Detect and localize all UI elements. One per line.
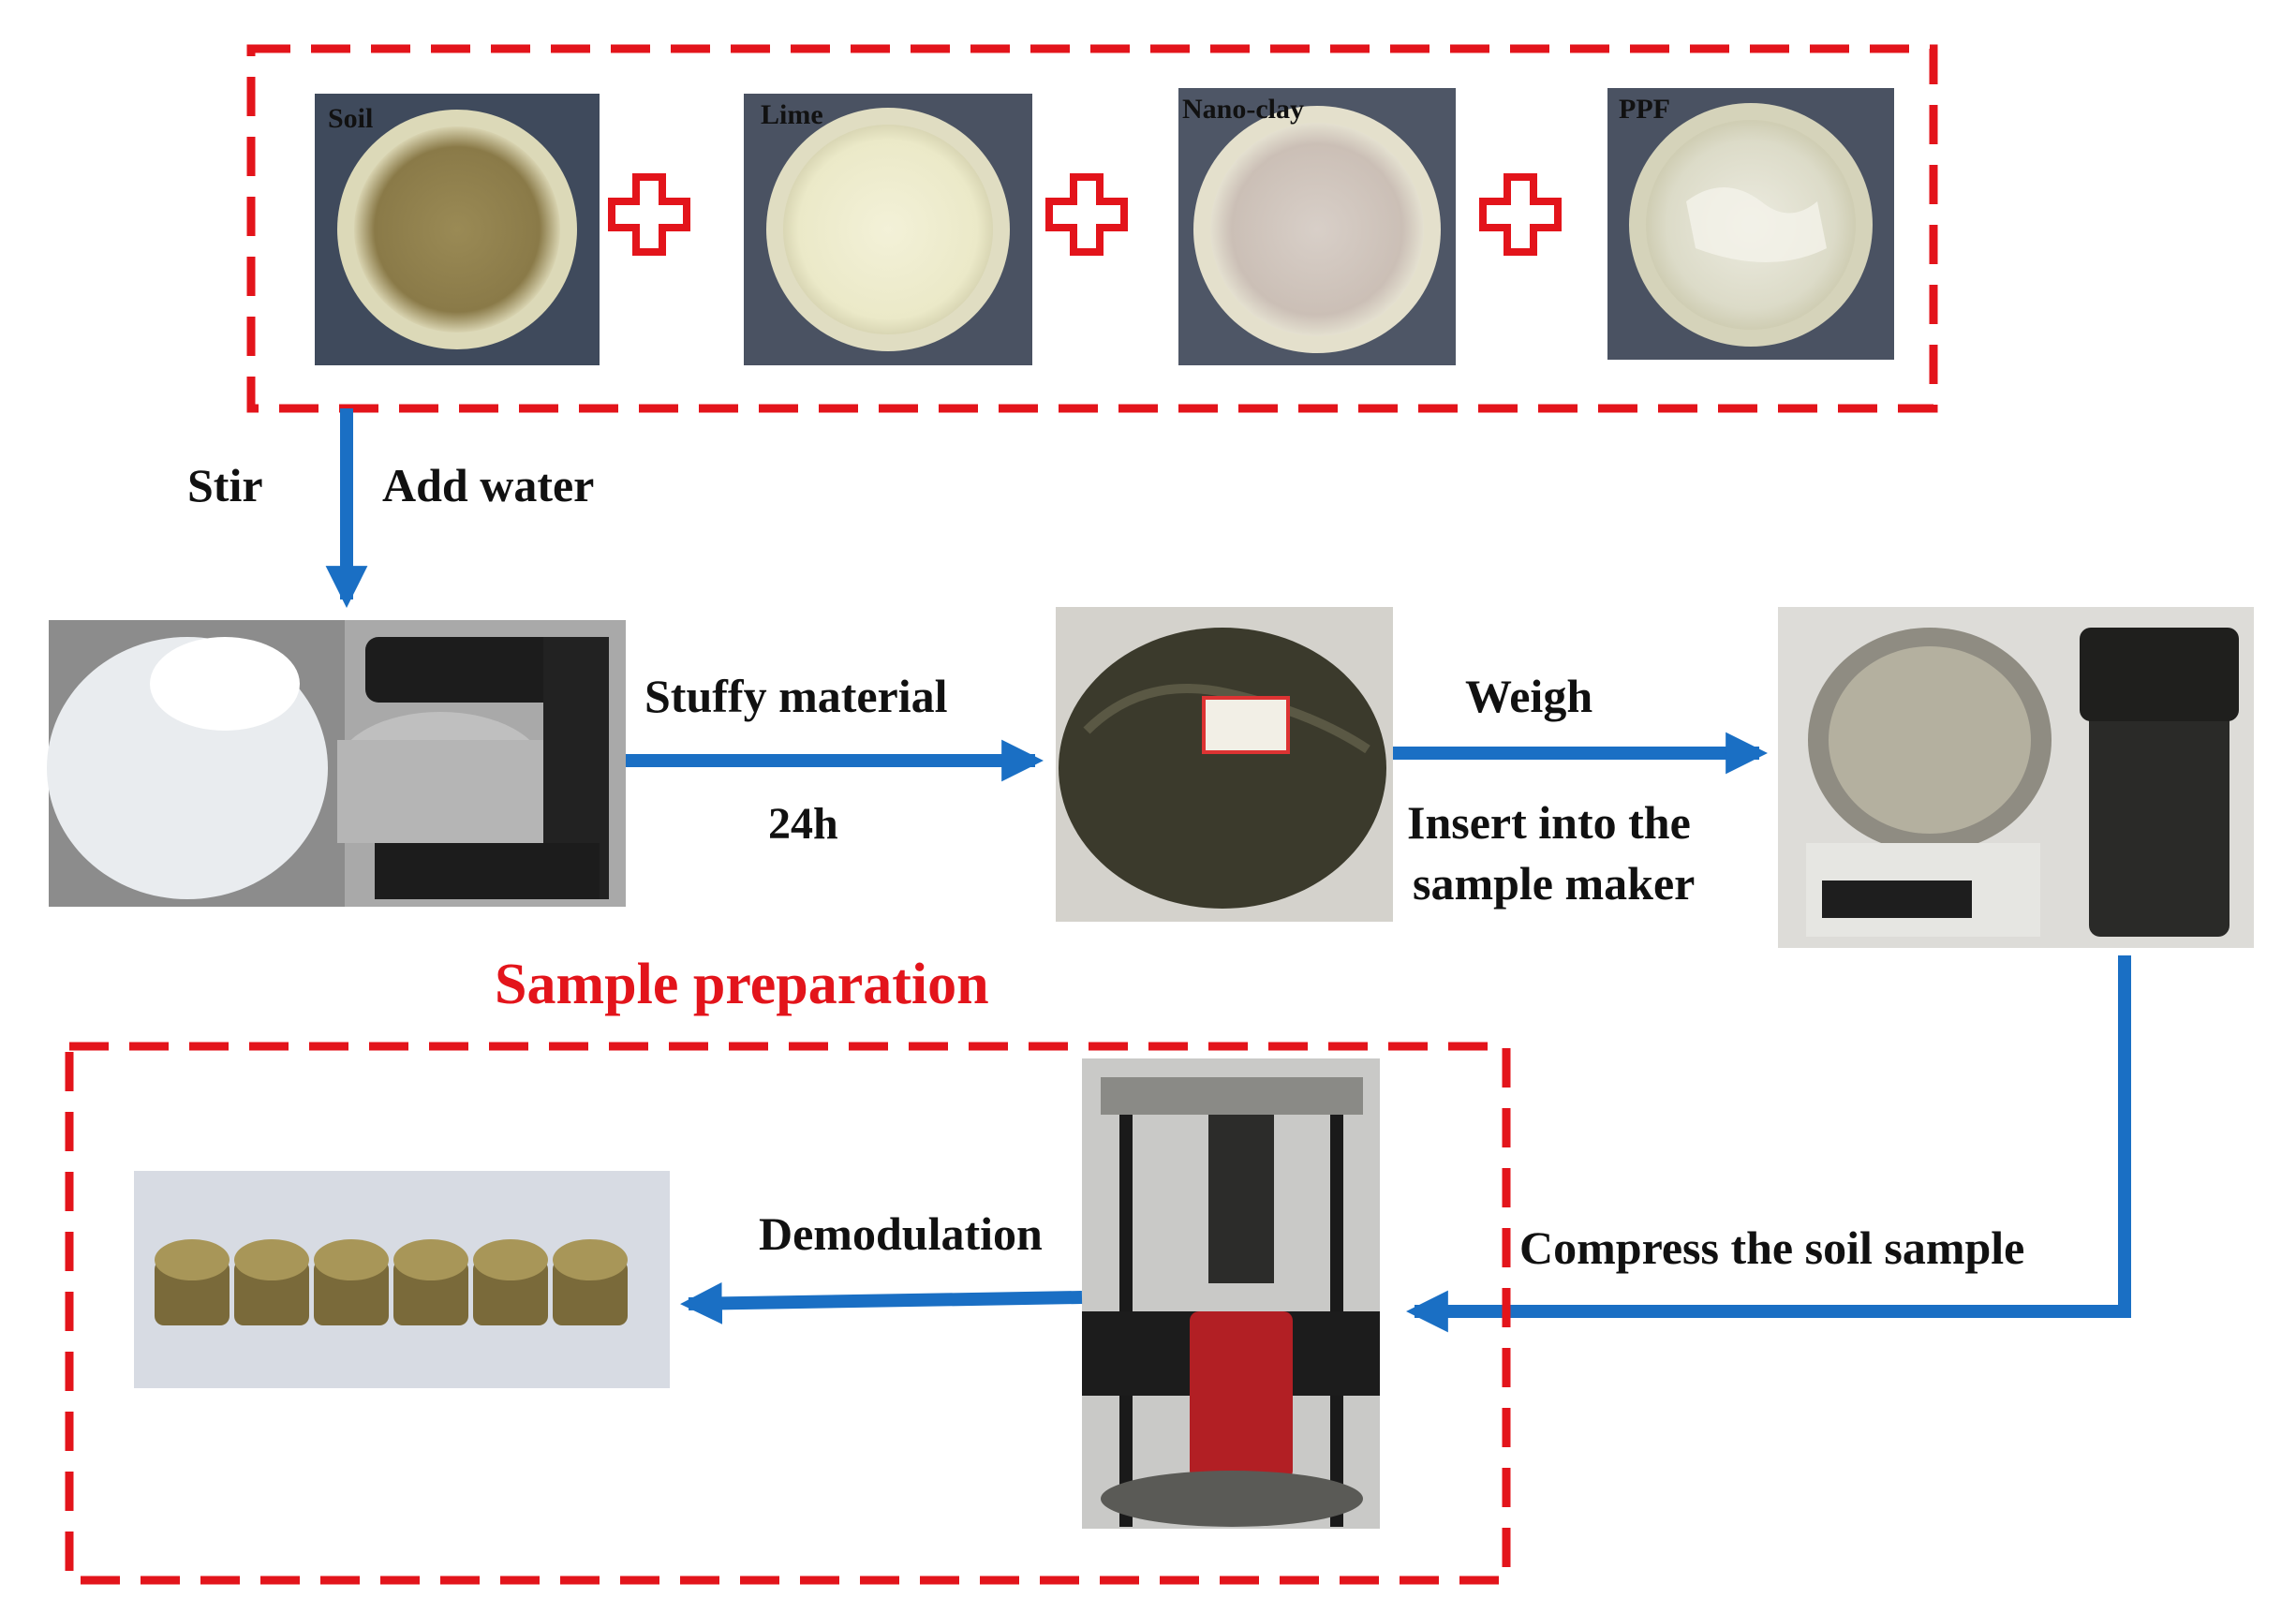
compress-label: Compress the soil sample	[1519, 1221, 2025, 1274]
material-label-ppf: PPF	[1619, 94, 1670, 125]
insert-label-line2: sample maker	[1413, 857, 1696, 910]
materials-dashed-box	[246, 44, 1938, 413]
plus-icon	[1045, 173, 1128, 256]
lime-powder-photo	[744, 94, 1032, 365]
weigh-label: Weigh	[1465, 670, 1593, 722]
duration-label: 24h	[768, 799, 838, 849]
insert-label-line1: Insert into the	[1407, 796, 1691, 849]
arrow-left-turn	[1406, 955, 2131, 1333]
section-title: Sample preparation	[495, 953, 989, 1016]
hydraulic-press-photo	[1082, 1058, 1380, 1529]
material-label-lime: Lime	[761, 99, 823, 130]
cylindrical-samples-photo	[134, 1171, 670, 1388]
material-label-soil: Soil	[328, 103, 374, 134]
sample-preparation-dashed-box	[65, 1042, 1511, 1585]
add-water-label: Add water	[382, 459, 595, 511]
scale-and-mold-photo	[1778, 607, 2254, 948]
stuffy-material-label: Stuffy material	[644, 670, 948, 722]
sealed-bag-photo	[1056, 607, 1393, 922]
stir-label: Stir	[187, 459, 263, 511]
nano-clay-powder-photo	[1178, 88, 1456, 365]
soil-powder-photo	[315, 94, 600, 365]
mixer-photo	[47, 620, 626, 907]
material-label-nano-clay: Nano-clay	[1182, 94, 1304, 125]
ppf-fiber-photo	[1607, 88, 1894, 360]
plus-icon	[1479, 173, 1562, 256]
arrow-left	[680, 1282, 1083, 1324]
demodulation-label: Demodulation	[759, 1207, 1043, 1260]
plus-icon	[608, 173, 690, 256]
